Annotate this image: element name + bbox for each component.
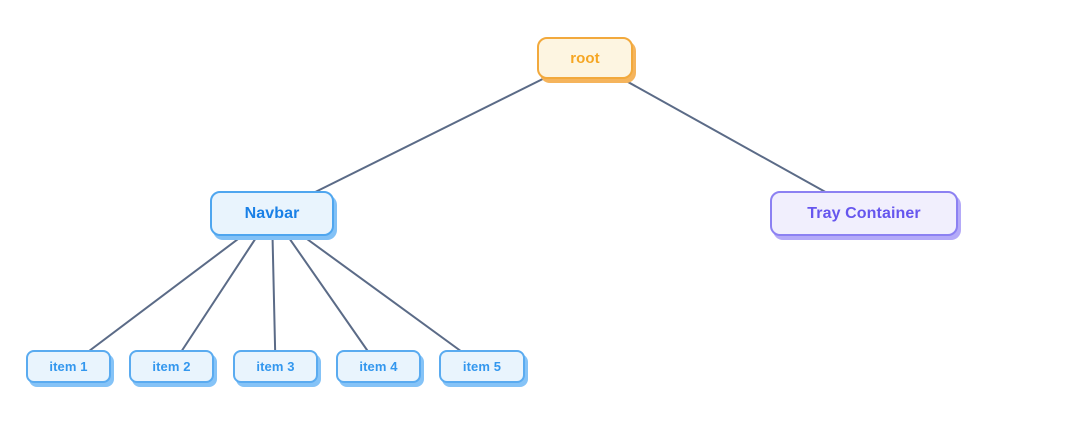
edge-navbar-to-item-1 (67, 212, 273, 368)
edge-navbar-to-item-3 (271, 212, 277, 368)
node-item-4[interactable]: item 4 (336, 350, 421, 383)
node-navbar[interactable]: Navbar (210, 191, 334, 236)
node-root[interactable]: root (537, 37, 633, 79)
edge-navbar-to-item-4 (271, 212, 380, 368)
node-label: Navbar (244, 204, 300, 222)
edge-navbar-to-item-2 (170, 212, 273, 368)
node-label: item 5 (462, 359, 502, 374)
edge-root-to-tray-container (584, 57, 865, 215)
node-item-3[interactable]: item 3 (233, 350, 318, 383)
node-item-1[interactable]: item 1 (26, 350, 111, 383)
node-label: item 3 (256, 359, 295, 374)
node-item-2[interactable]: item 2 (129, 350, 214, 383)
edge-navbar-to-item-5 (271, 212, 483, 368)
node-label: item 4 (359, 359, 398, 374)
node-item-5[interactable]: item 5 (439, 350, 525, 383)
node-label: Tray Container (807, 204, 921, 222)
node-label: item 1 (49, 359, 88, 374)
edge-root-to-navbar (271, 57, 586, 215)
node-tray-container[interactable]: Tray Container (770, 191, 958, 236)
node-label: root (570, 49, 600, 67)
node-label: item 2 (152, 359, 191, 374)
